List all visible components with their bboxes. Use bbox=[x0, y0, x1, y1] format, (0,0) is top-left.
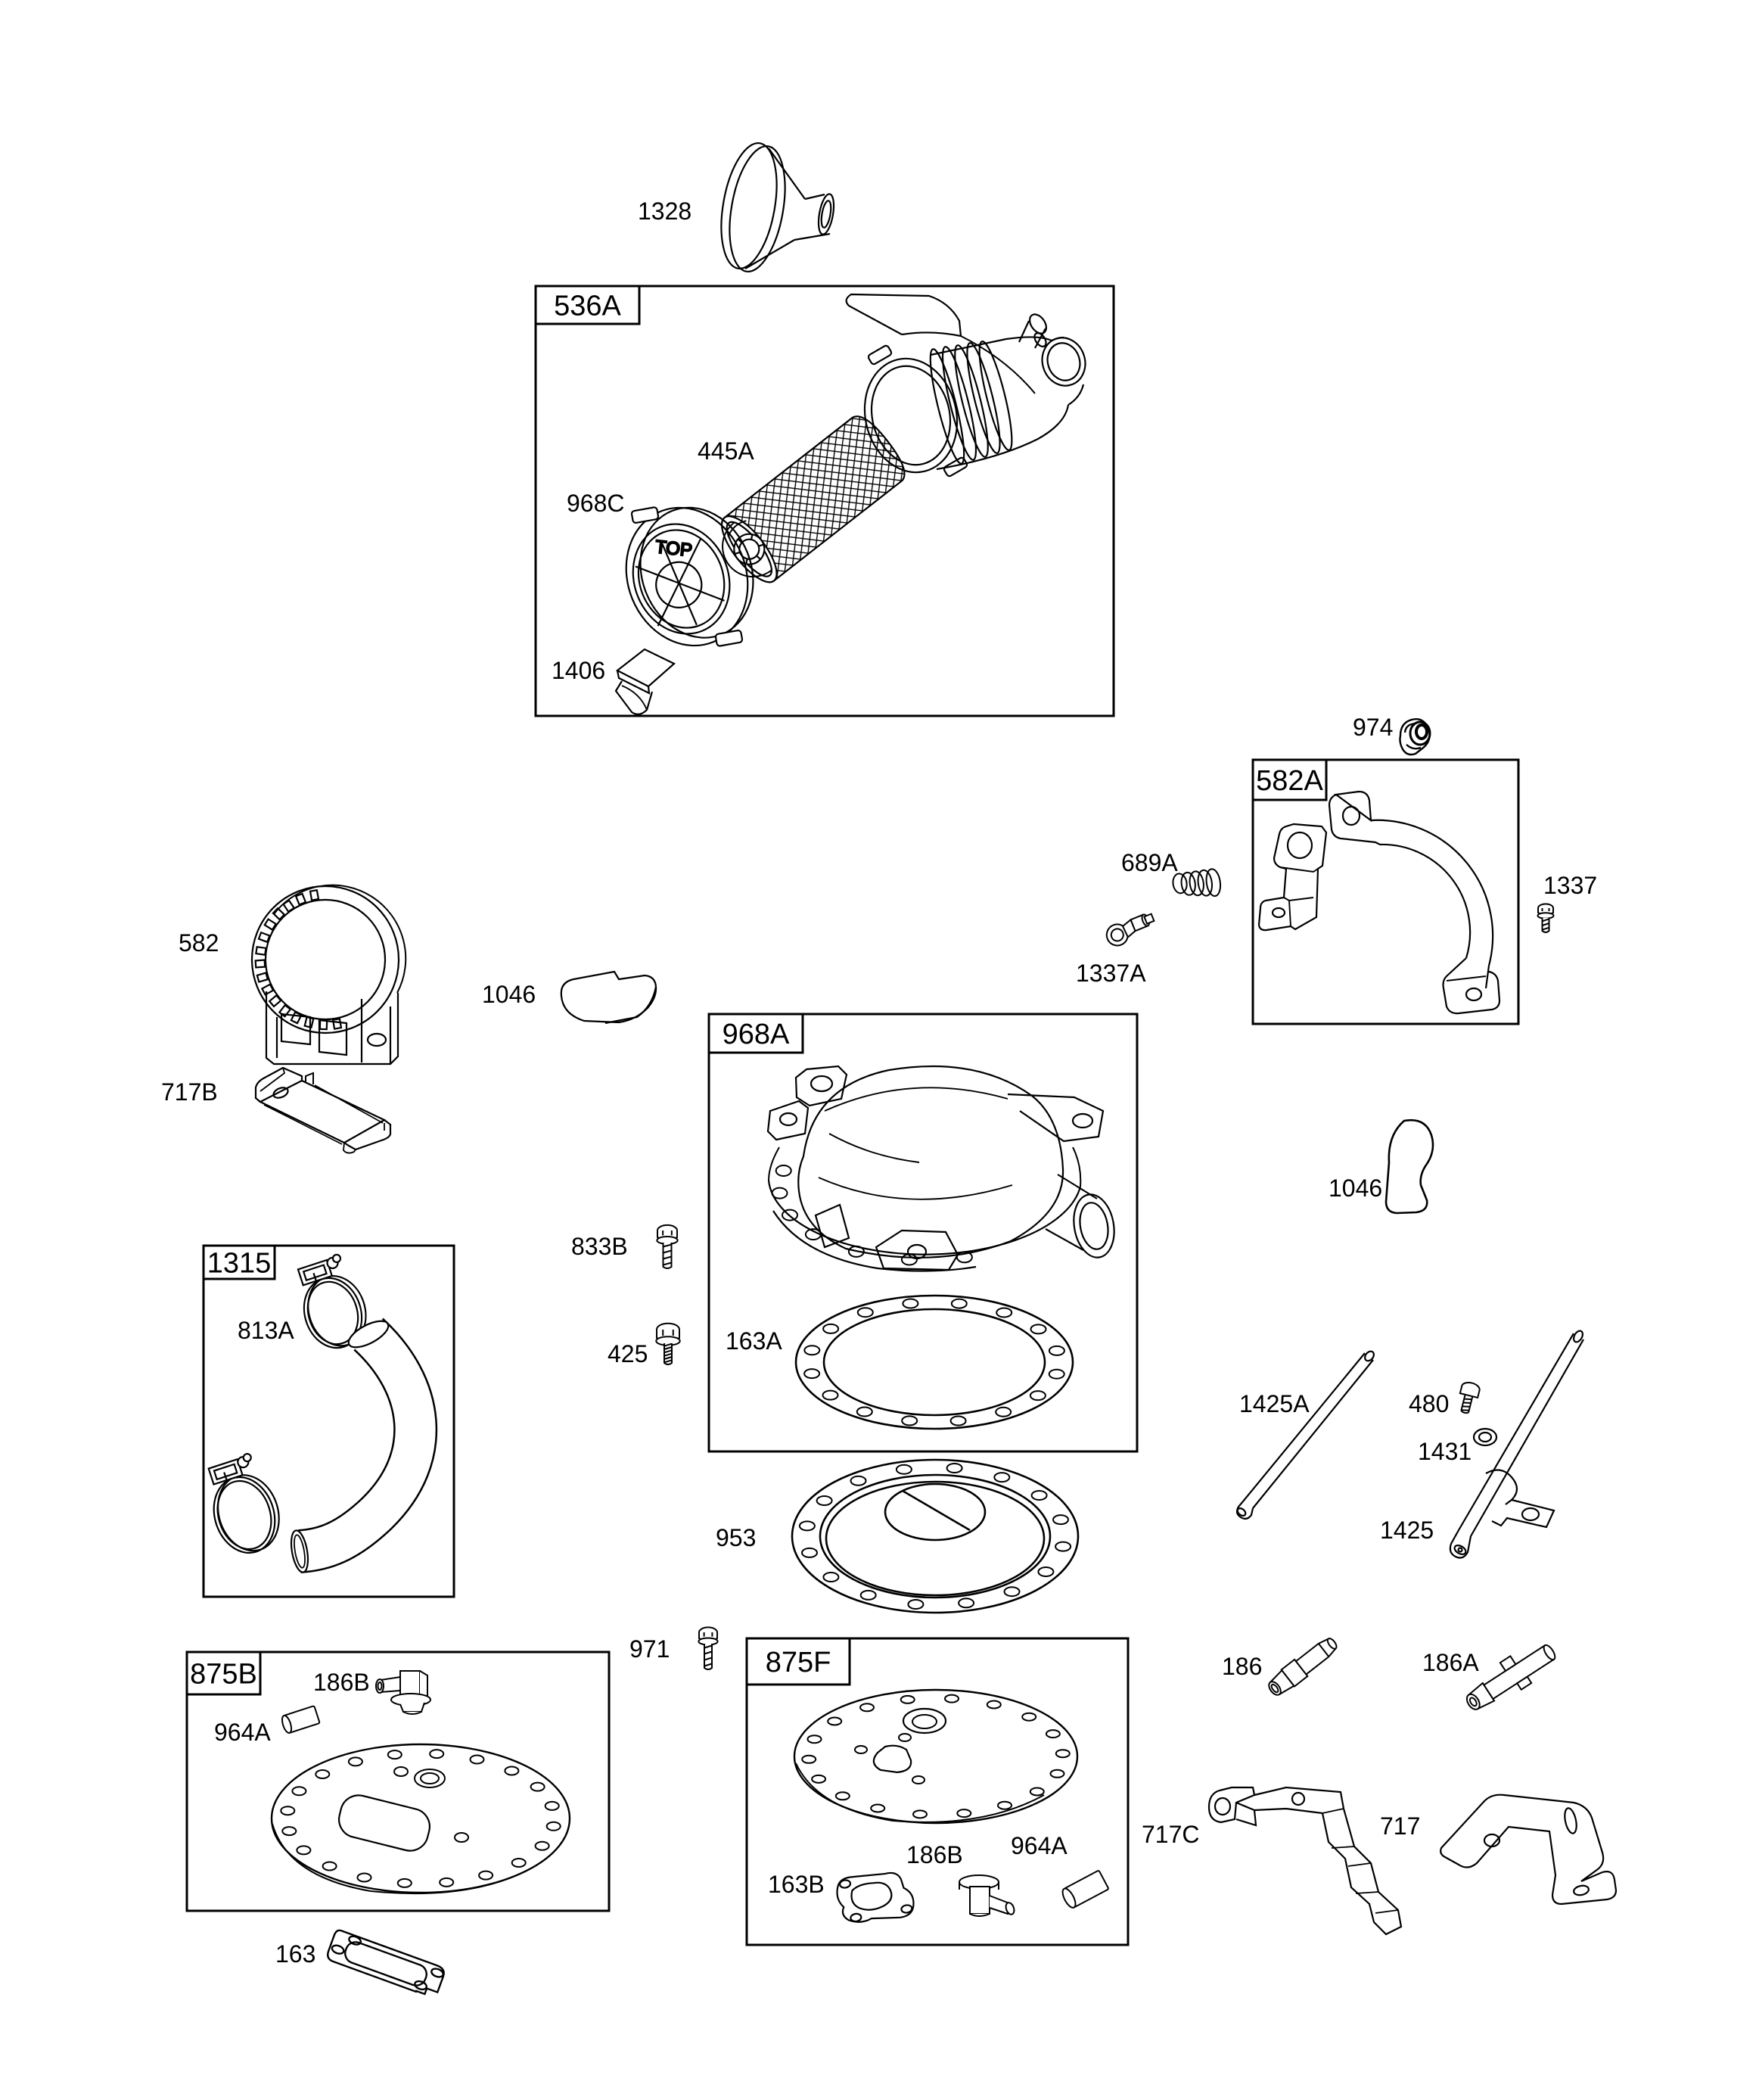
svg-text:186B: 186B bbox=[906, 1841, 963, 1868]
svg-text:163B: 163B bbox=[768, 1871, 825, 1898]
svg-text:186B: 186B bbox=[313, 1669, 370, 1696]
svg-text:1425: 1425 bbox=[1380, 1517, 1434, 1544]
svg-text:968C: 968C bbox=[567, 490, 625, 517]
svg-text:1046: 1046 bbox=[482, 981, 536, 1008]
svg-text:186: 186 bbox=[1222, 1653, 1262, 1680]
svg-text:480: 480 bbox=[1409, 1390, 1449, 1417]
svg-text:425: 425 bbox=[608, 1340, 648, 1367]
svg-text:1425A: 1425A bbox=[1239, 1390, 1310, 1417]
svg-text:689A: 689A bbox=[1121, 849, 1178, 876]
svg-text:717B: 717B bbox=[161, 1078, 218, 1106]
svg-text:1337A: 1337A bbox=[1076, 960, 1146, 987]
svg-text:875B: 875B bbox=[190, 1659, 257, 1691]
svg-text:1337: 1337 bbox=[1543, 872, 1597, 899]
svg-text:964A: 964A bbox=[214, 1719, 271, 1746]
svg-text:953: 953 bbox=[716, 1524, 756, 1551]
svg-text:717C: 717C bbox=[1142, 1821, 1200, 1848]
svg-text:582: 582 bbox=[179, 929, 219, 957]
svg-text:971: 971 bbox=[629, 1635, 670, 1663]
svg-text:717: 717 bbox=[1380, 1812, 1420, 1840]
svg-text:163: 163 bbox=[275, 1940, 315, 1968]
svg-text:833B: 833B bbox=[571, 1233, 628, 1260]
svg-text:968A: 968A bbox=[723, 1019, 790, 1050]
svg-text:536A: 536A bbox=[554, 291, 621, 322]
svg-text:1406: 1406 bbox=[552, 657, 605, 684]
svg-text:813A: 813A bbox=[238, 1317, 294, 1344]
svg-text:1046: 1046 bbox=[1329, 1174, 1382, 1202]
svg-text:445A: 445A bbox=[698, 437, 754, 465]
svg-text:1328: 1328 bbox=[638, 198, 691, 225]
svg-text:186A: 186A bbox=[1422, 1649, 1479, 1676]
svg-text:964A: 964A bbox=[1011, 1832, 1068, 1859]
svg-text:974: 974 bbox=[1353, 714, 1393, 741]
svg-text:582A: 582A bbox=[1256, 765, 1323, 797]
svg-text:875F: 875F bbox=[766, 1647, 831, 1678]
svg-text:1315: 1315 bbox=[207, 1248, 272, 1280]
svg-text:1431: 1431 bbox=[1418, 1438, 1472, 1465]
svg-text:TOP: TOP bbox=[654, 537, 693, 561]
svg-text:163A: 163A bbox=[726, 1327, 782, 1355]
